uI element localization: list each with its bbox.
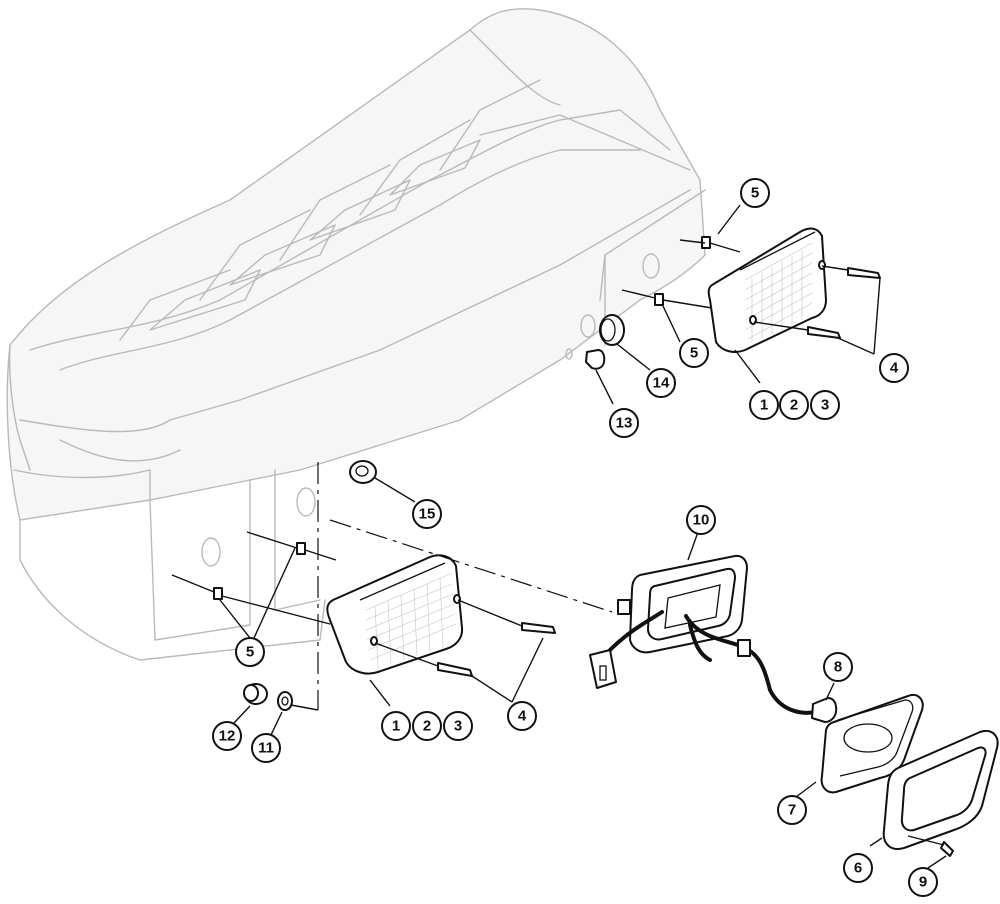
callout-5-lower: 5 xyxy=(235,637,265,667)
callout-2-upper: 2 xyxy=(779,390,809,420)
lower-clip-a xyxy=(296,542,306,555)
callout-4-lower: 4 xyxy=(507,701,537,731)
callout-14: 14 xyxy=(646,368,676,398)
callout-13: 13 xyxy=(609,408,639,438)
callout-3-lower: 3 xyxy=(443,711,473,741)
callout-1-lower: 1 xyxy=(381,711,411,741)
upper-clip-b xyxy=(654,293,664,306)
svg-text:12: 12 xyxy=(219,728,236,745)
svg-text:9: 9 xyxy=(919,874,927,891)
svg-text:13: 13 xyxy=(616,415,633,432)
svg-text:7: 7 xyxy=(788,802,796,819)
svg-text:5: 5 xyxy=(690,345,698,362)
harness-connector xyxy=(589,649,617,689)
svg-text:3: 3 xyxy=(821,397,829,414)
upper-lamp-assembly xyxy=(621,227,881,353)
lower-lamp-housing xyxy=(326,554,464,675)
svg-text:14: 14 xyxy=(653,375,670,392)
svg-text:4: 4 xyxy=(518,708,527,725)
svg-text:5: 5 xyxy=(246,644,254,661)
svg-text:2: 2 xyxy=(423,718,431,735)
callout-5-upper-mid: 5 xyxy=(679,338,709,368)
lower-lamp-lens-grid xyxy=(365,573,457,669)
callout-1-upper: 1 xyxy=(749,390,779,420)
hood-outline xyxy=(6,8,706,661)
callout-8: 8 xyxy=(823,652,853,682)
bulb-8 xyxy=(811,697,838,723)
plug-14 xyxy=(599,314,625,346)
callout-10: 10 xyxy=(686,505,716,535)
bulb-reflector-bezel xyxy=(811,694,999,857)
callout-11: 11 xyxy=(251,733,281,763)
plug-13 xyxy=(585,349,606,370)
svg-text:6: 6 xyxy=(854,860,862,877)
svg-text:4: 4 xyxy=(890,360,899,377)
callout-9: 9 xyxy=(908,867,938,897)
lamp-bracket-10 xyxy=(589,554,817,715)
upper-lamp-lens-grid xyxy=(744,242,813,342)
upper-bolt-b xyxy=(807,326,841,339)
callout-12: 12 xyxy=(212,721,242,751)
svg-text:5: 5 xyxy=(751,185,759,202)
svg-text:10: 10 xyxy=(693,512,710,529)
callout-5-upper-top: 5 xyxy=(740,178,770,208)
callout-7: 7 xyxy=(777,795,807,825)
svg-text:1: 1 xyxy=(760,397,768,414)
upper-lamp-housing xyxy=(707,227,827,353)
lower-lamp-assembly xyxy=(171,462,613,711)
callout-15: 15 xyxy=(412,499,442,529)
callout-2-lower: 2 xyxy=(412,711,442,741)
washer-11 xyxy=(277,691,293,711)
plugs-13-14 xyxy=(349,314,625,484)
upper-bolt-a xyxy=(847,267,881,279)
svg-text:1: 1 xyxy=(392,718,400,735)
callout-6: 6 xyxy=(843,853,873,883)
lower-bolt-b xyxy=(437,662,473,677)
callout-4-upper: 4 xyxy=(879,353,909,383)
callout-leaders xyxy=(219,204,947,869)
screw-9 xyxy=(940,841,954,857)
lower-clip-b xyxy=(213,587,223,600)
connector-plug xyxy=(737,639,751,657)
svg-text:11: 11 xyxy=(258,740,274,757)
svg-text:2: 2 xyxy=(790,397,798,414)
svg-text:15: 15 xyxy=(419,506,436,523)
svg-text:3: 3 xyxy=(454,718,462,735)
callout-3-upper: 3 xyxy=(810,390,840,420)
svg-text:8: 8 xyxy=(834,659,842,676)
lower-bolt-a xyxy=(521,622,556,634)
